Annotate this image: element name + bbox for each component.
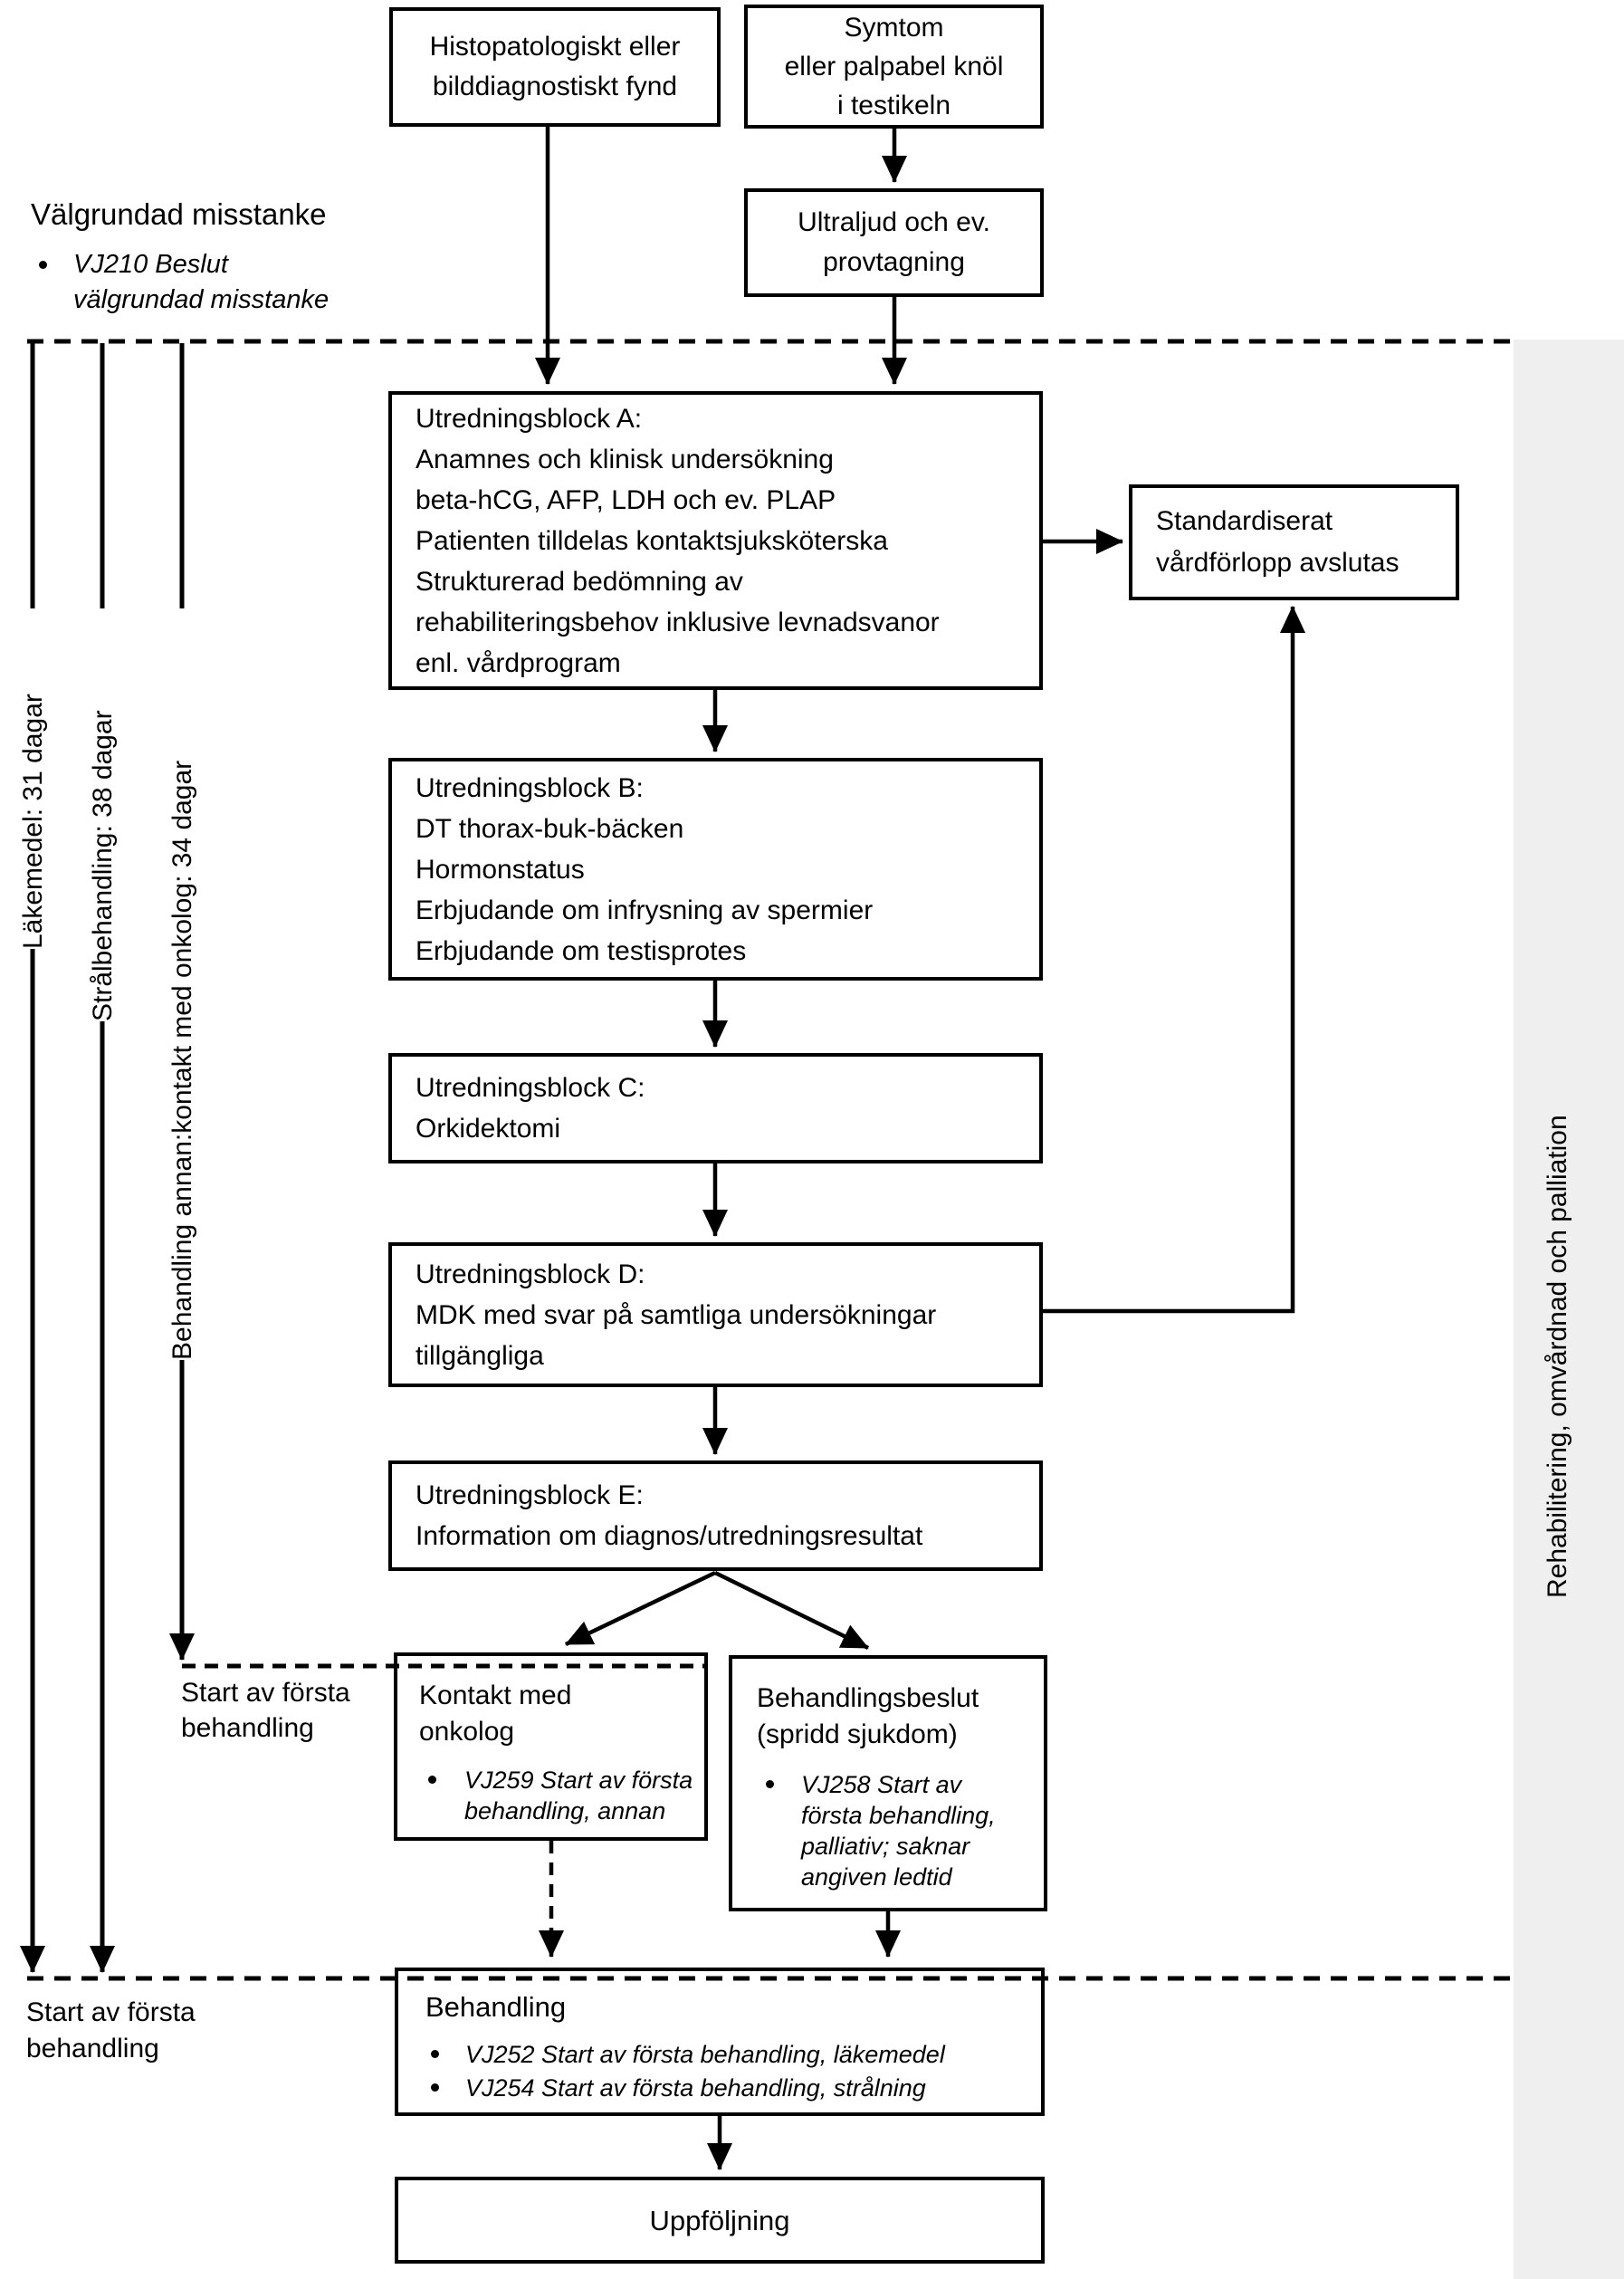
box-utredningsblock-d: Utredningsblock D: MDK med svar på samtl…	[388, 1242, 1043, 1387]
valgrundad-bullet-text: VJ210 Beslut välgrundad misstanke	[73, 250, 330, 314]
arrow-e-to-kontakt	[565, 1570, 716, 1647]
bullet-dot	[431, 2083, 439, 2092]
timeline-label-behandling-annan: Behandling annan:kontakt med onkolog: 34…	[167, 760, 197, 1360]
beslut-bullet-item: VJ258 Start av första behandling, pallia…	[757, 1769, 1036, 1892]
box-svf-avslutas-text: Standardiserat vårdförlopp avslutas	[1156, 506, 1400, 578]
box-behandling: Behandling VJ252 Start av första behandl…	[395, 1968, 1045, 2116]
box-utredningsblock-a-text: Utredningsblock A: Anamnes och klinisk u…	[416, 403, 940, 678]
box-utredningsblock-b: Utredningsblock B: DT thorax-buk-bäcken …	[388, 758, 1043, 981]
bullet-dot	[431, 2050, 439, 2058]
behandling-bullet-item: VJ254 Start av första behandling, stråln…	[425, 2073, 1032, 2103]
box-histopatologiskt: Histopatologiskt eller bilddiagnostiskt …	[389, 7, 721, 127]
box-utredningsblock-d-text: Utredningsblock D: MDK med svar på samtl…	[416, 1259, 937, 1371]
kontakt-bullet-text: VJ259 Start av första behandling, annan	[464, 1767, 693, 1824]
bullet-dot	[766, 1780, 774, 1788]
behandling-bullet-text: VJ252 Start av första behandling, läkeme…	[465, 2041, 945, 2068]
box-utredningsblock-a: Utredningsblock A: Anamnes och klinisk u…	[388, 391, 1043, 690]
box-kontakt-onkolog-title: Kontakt med onkolog	[419, 1681, 572, 1747]
rehab-band-label: Rehabilitering, omvårdnad och palliation	[1543, 1115, 1572, 1598]
rehab-band	[1514, 340, 1624, 2279]
box-behandlingsbeslut: Behandlingsbeslut (spridd sjukdom) VJ258…	[729, 1655, 1047, 1911]
box-behandlingsbeslut-title: Behandlingsbeslut (spridd sjukdom)	[757, 1683, 979, 1749]
box-utredningsblock-c: Utredningsblock C: Orkidektomi	[388, 1053, 1043, 1163]
box-utredningsblock-c-text: Utredningsblock C: Orkidektomi	[416, 1073, 645, 1144]
valgrundad-bullet-item: VJ210 Beslut välgrundad misstanke	[39, 247, 329, 318]
beslut-bullet-text: VJ258 Start av första behandling, pallia…	[801, 1771, 996, 1891]
box-uppfoljning-text: Uppföljning	[649, 2204, 790, 2236]
box-utredningsblock-e: Utredningsblock E: Information om diagno…	[388, 1460, 1043, 1571]
box-symtom-text: Symtom eller palpabel knöl i testikeln	[784, 13, 1004, 120]
bullet-dot	[428, 1776, 436, 1784]
timeline-label-stralbehandling: Strålbehandling: 38 dagar	[88, 710, 118, 1021]
start-first-treatment-mid-label: Start av första behandling	[181, 1678, 350, 1743]
box-utredningsblock-b-text: Utredningsblock B: DT thorax-buk-bäcken …	[416, 772, 874, 966]
arrow-e-to-beslut	[714, 1570, 869, 1651]
behandling-bullet-item: VJ252 Start av första behandling, läkeme…	[425, 2039, 1032, 2070]
timeline-label-lakemedel: Läkemedel: 31 dagar	[18, 694, 48, 949]
box-ultraljud-text: Ultraljud och ev. provtagning	[798, 207, 990, 277]
start-first-treatment-bottom-label: Start av första behandling	[26, 1997, 196, 2064]
arrow-d-to-svf-avslutas	[1043, 606, 1305, 1314]
box-svf-avslutas: Standardiserat vårdförlopp avslutas	[1129, 484, 1459, 600]
kontakt-bullet-item: VJ259 Start av första behandling, annan	[419, 1765, 695, 1826]
box-kontakt-onkolog: Kontakt med onkolog VJ259 Start av först…	[394, 1652, 708, 1841]
valgrundad-misstanke-heading: Välgrundad misstanke	[31, 197, 327, 231]
box-symtom: Symtom eller palpabel knöl i testikeln	[744, 5, 1044, 129]
box-uppfoljning: Uppföljning	[395, 2177, 1045, 2264]
box-ultraljud: Ultraljud och ev. provtagning	[744, 188, 1044, 297]
box-histopatologiskt-text: Histopatologiskt eller bilddiagnostiskt …	[429, 32, 681, 101]
behandling-bullet-text: VJ254 Start av första behandling, stråln…	[465, 2074, 926, 2102]
box-utredningsblock-e-text: Utredningsblock E: Information om diagno…	[416, 1480, 923, 1551]
bullet-dot	[39, 261, 47, 269]
box-behandling-title: Behandling	[425, 1991, 567, 2023]
